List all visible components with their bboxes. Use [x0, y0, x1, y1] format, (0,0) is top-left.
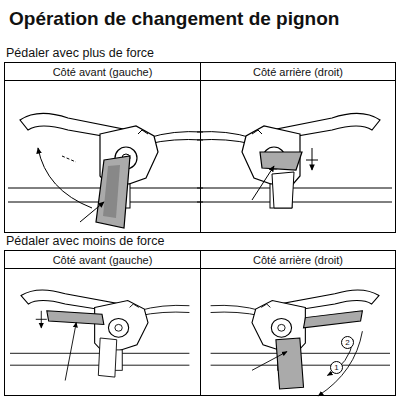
callout-number: 2	[341, 336, 354, 349]
column-header: Côté avant (gauche)	[5, 63, 200, 80]
header-text: Côté avant (gauche)	[53, 66, 153, 78]
column-header: Côté arrière (droit)	[201, 251, 395, 268]
section-heading: Pédaler avec plus de force	[6, 46, 154, 60]
title: Opération de changement de pignon	[9, 8, 339, 30]
rear-lever-release	[211, 290, 390, 396]
rear-lever-push	[197, 113, 392, 208]
section-heading: Pédaler avec moins de force	[6, 234, 164, 248]
callout-number: 1	[330, 361, 343, 374]
column-header: Côté arrière (droit)	[201, 63, 395, 80]
front-lever-release	[10, 290, 189, 381]
table-grid	[5, 63, 396, 396]
header-text: Côté arrière (droit)	[253, 66, 343, 78]
column-header: Côté avant (gauche)	[5, 251, 200, 268]
header-text: Côté avant (gauche)	[53, 254, 153, 266]
header-text: Côté arrière (droit)	[253, 254, 343, 266]
front-lever-push	[8, 113, 203, 228]
